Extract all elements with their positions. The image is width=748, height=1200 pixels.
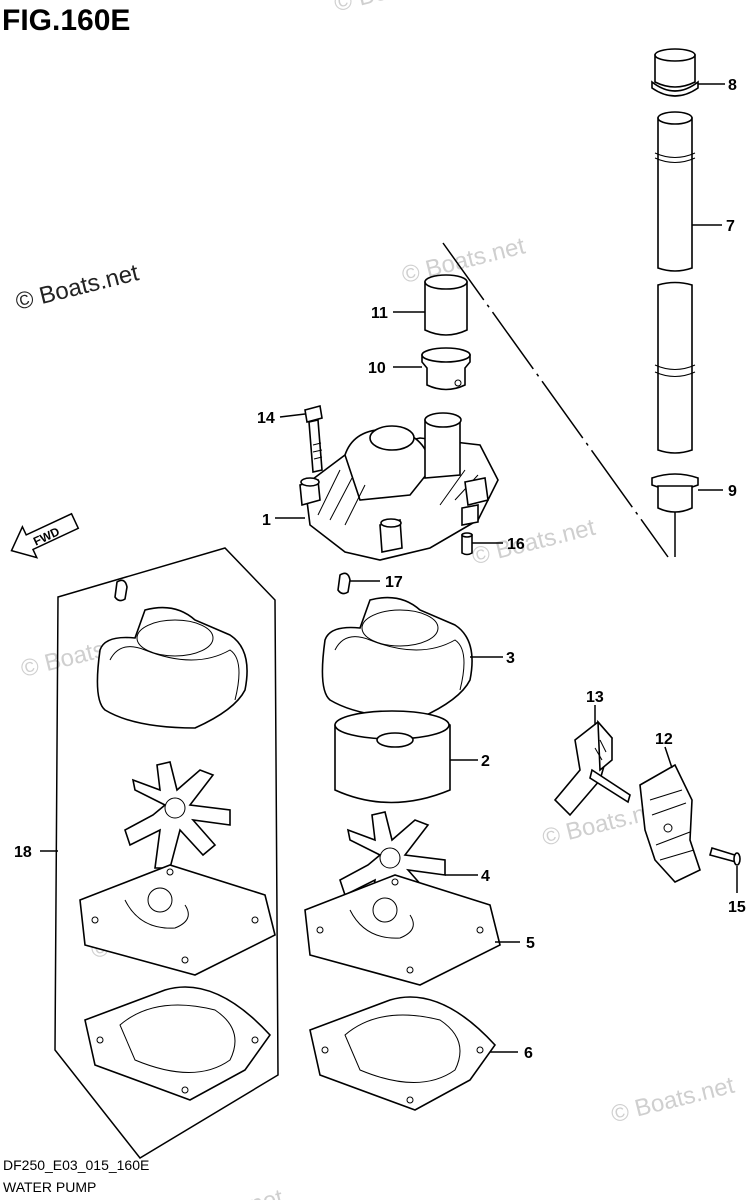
- callout-2: 2: [481, 753, 490, 770]
- callout-1: 1: [262, 512, 271, 529]
- part-16-pin: [461, 532, 473, 556]
- callout-7: 7: [726, 218, 735, 235]
- part-13-clip: [553, 719, 631, 817]
- figure-code: DF250_E03_015_160E: [3, 1157, 149, 1173]
- callout-18: 18: [14, 844, 32, 861]
- part-4-impeller-kit: [124, 761, 231, 869]
- part-2-insert: [334, 710, 451, 804]
- watermark: © Boats.net: [469, 514, 598, 571]
- figure-caption: WATER PUMP: [3, 1179, 96, 1195]
- callout-15: 15: [728, 899, 746, 916]
- callout-12: 12: [655, 731, 673, 748]
- part-10-grommet: [421, 347, 471, 391]
- boats-net-watermark: © Boats.net: [13, 259, 142, 316]
- part-11-sleeve: [424, 274, 468, 336]
- callout-3: 3: [506, 650, 515, 667]
- callout-13: 13: [586, 689, 604, 706]
- callout-10: 10: [368, 360, 386, 377]
- fwd-arrow-icon: FWD: [10, 512, 80, 559]
- part-12-plate: [639, 763, 701, 883]
- callout-17: 17: [385, 574, 403, 591]
- watermark: © Boats.net: [157, 1184, 286, 1200]
- part-3-liner: [321, 596, 473, 719]
- part-6-gasket: [309, 996, 497, 1111]
- leader-lines: [40, 83, 738, 1053]
- watermark: © Boats.net: [331, 0, 460, 17]
- part-17-key: [337, 572, 351, 595]
- figure-title: FIG.160E: [2, 4, 130, 37]
- part-15-screw: [709, 846, 741, 866]
- fwd-label: FWD: [31, 524, 62, 548]
- watermark: © Boats.net: [608, 1072, 737, 1129]
- part-1-pump-housing: [299, 412, 499, 561]
- part-6-gasket-kit: [84, 986, 272, 1101]
- callout-5: 5: [526, 935, 535, 952]
- part-3-liner-kit: [96, 606, 248, 729]
- part-5-plate-kit: [79, 864, 276, 976]
- part-14-bolt: [304, 405, 323, 473]
- part-17-key-kit: [114, 579, 128, 602]
- part-8-cap: [651, 48, 699, 97]
- kit-18-outline: [54, 547, 279, 1159]
- callout-14: 14: [257, 410, 275, 427]
- callout-6: 6: [524, 1045, 533, 1062]
- part-9-cap: [651, 473, 699, 513]
- callout-8: 8: [728, 77, 737, 94]
- callout-11: 11: [371, 305, 388, 322]
- callout-16: 16: [507, 536, 525, 553]
- callout-4: 4: [481, 868, 490, 885]
- part-5-plate: [304, 874, 501, 986]
- part-7-tube: [654, 111, 696, 454]
- callout-9: 9: [728, 483, 737, 500]
